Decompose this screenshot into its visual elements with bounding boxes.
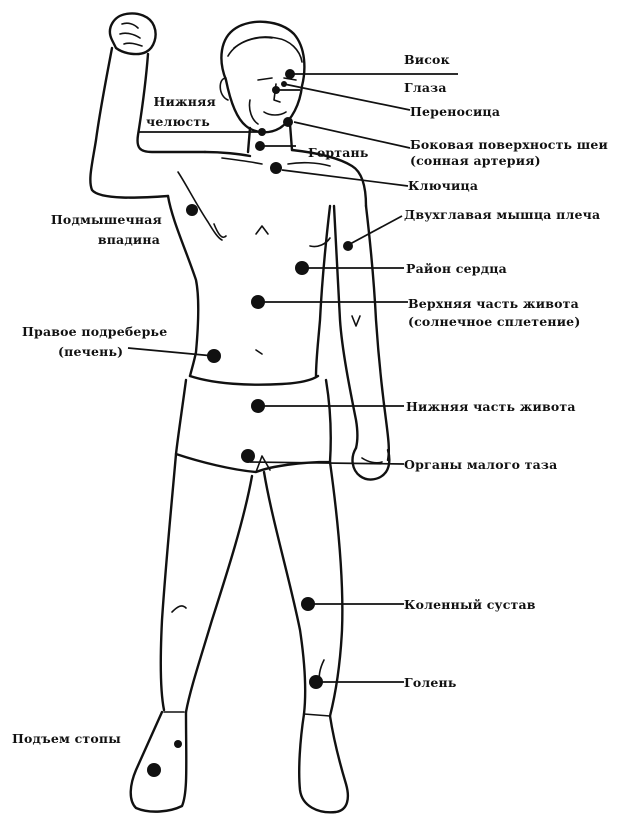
label-podreberye-1: Правое подреберье (22, 324, 168, 339)
label-dvuglavaya: Двухглавая мышца плеча (404, 207, 601, 222)
point-klyuchica (270, 162, 282, 174)
point-kolenny (301, 597, 315, 611)
label-glaza: Глаза (404, 80, 447, 95)
point-podmysh (186, 204, 198, 216)
label-organy-taza: Органы малого таза (404, 457, 558, 472)
label-perenosica: Переносица (410, 104, 501, 119)
label-kolenny: Коленный сустав (404, 597, 536, 612)
point-podreberye (207, 349, 221, 363)
point-verh-zhivot (251, 295, 265, 309)
human-figure (89, 12, 391, 814)
point-stopa (147, 763, 161, 777)
label-nizh-chelyust-2: челюсть (146, 114, 210, 129)
label-rayon-serdca: Район сердца (406, 261, 507, 276)
point-glaza (272, 86, 280, 94)
label-gortan: Гортань (308, 145, 369, 160)
point-visok (285, 69, 295, 79)
leader-lines (127, 73, 458, 683)
label-podyem-stopy: Подъем стопы (12, 731, 121, 746)
label-golen: Голень (404, 675, 457, 690)
label-podreberye-2: (печень) (58, 344, 124, 359)
point-serdca (295, 261, 309, 275)
point-chelyust (258, 128, 266, 136)
label-bokovaya-1: Боковая поверхность шеи (410, 137, 609, 152)
point-dvuglavaya (343, 241, 353, 251)
label-visok: Висок (404, 52, 450, 67)
label-verh-zhivot-2: (солнечное сплетение) (408, 314, 581, 329)
point-golen (309, 675, 323, 689)
label-klyuchica: Ключица (408, 178, 479, 193)
point-bokovaya (283, 117, 293, 127)
pressure-points (147, 69, 353, 777)
label-verh-zhivot-1: Верхняя часть живота (408, 296, 579, 311)
label-nizh-zhivot: Нижняя часть живота (406, 399, 576, 414)
point-gortan (255, 141, 265, 151)
label-podmysh-1: Подмышечная (50, 212, 162, 227)
label-bokovaya-2: (сонная артерия) (410, 153, 541, 168)
point-organy (241, 449, 255, 463)
label-nizh-chelyust-1: Нижняя (153, 94, 216, 109)
point-nizh-zhivot (251, 399, 265, 413)
point-stopa-2 (174, 740, 182, 748)
label-podmysh-2: впадина (97, 232, 160, 247)
point-perenosica (281, 81, 287, 87)
